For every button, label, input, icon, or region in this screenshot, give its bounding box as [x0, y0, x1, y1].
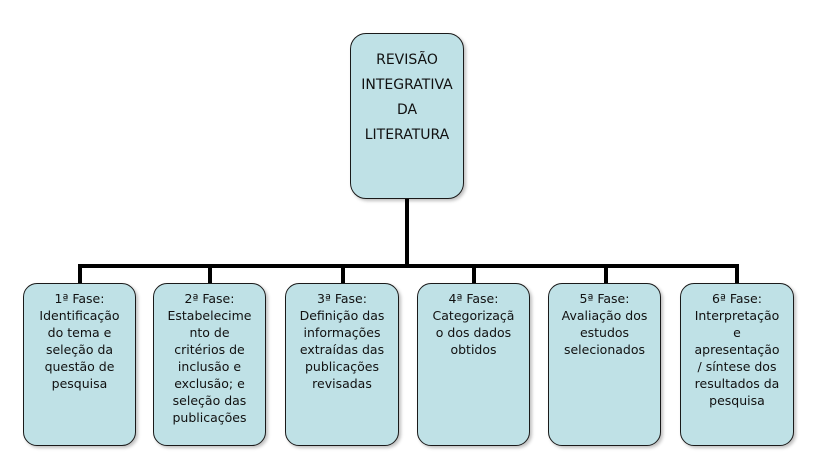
phase-1-line-4: seleção da: [45, 342, 114, 357]
root-stem-connector: [405, 198, 409, 265]
root-line-4: LITERATURA: [364, 127, 450, 143]
drop-connector-3: [341, 264, 345, 284]
phase-5-line-3: estudos: [579, 325, 630, 340]
phase-1-line-1: 1ª Fase:: [54, 291, 105, 306]
phase-6-line-1: 6ª Fase:: [712, 291, 762, 306]
phase-5-node: 5ª Fase: Avaliação dos estudos seleciona…: [548, 283, 661, 446]
phase-2-line-3: nto de: [189, 325, 230, 340]
root-node: REVISÃO INTEGRATIVA DA LITERATURA: [350, 33, 464, 199]
phase-4-line-2: Categorizaçã: [432, 308, 515, 323]
phase-5-line-2: Avaliação dos: [561, 308, 648, 323]
phase-2-line-5: inclusão e: [177, 359, 242, 374]
phase-4-line-3: o dos dados: [435, 325, 512, 340]
drop-connector-4: [472, 264, 476, 284]
phase-6-line-6: resultados da: [694, 376, 780, 391]
phase-2-line-2: Estabelecime: [167, 308, 252, 323]
phase-1-line-3: do tema e: [47, 325, 112, 340]
phase-6-line-7: pesquisa: [709, 393, 765, 408]
phase-3-node: 3ª Fase: Definição das informações extra…: [285, 283, 399, 446]
phase-6-line-3: e: [733, 325, 741, 340]
phase-6-line-5: / síntese dos: [697, 359, 777, 374]
root-line-2: INTEGRATIVA: [361, 77, 453, 93]
drop-connector-1: [78, 264, 82, 284]
phase-2-line-6: exclusão; e: [174, 376, 245, 391]
drop-connector-6: [735, 264, 739, 284]
horizontal-bus-connector: [78, 264, 739, 268]
phase-2-line-4: critérios de: [174, 342, 245, 357]
drop-connector-5: [604, 264, 608, 284]
phase-4-line-4: obtidos: [450, 342, 497, 357]
phase-4-node: 4ª Fase: Categorizaçã o dos dados obtido…: [417, 283, 530, 446]
phase-6-node: 6ª Fase: Interpretação e apresentação / …: [680, 283, 794, 446]
phase-5-line-1: 5ª Fase:: [579, 291, 630, 306]
phase-2-node: 2ª Fase: Estabelecime nto de critérios d…: [153, 283, 266, 446]
phase-1-node: 1ª Fase: Identificação do tema e seleção…: [23, 283, 136, 446]
phase-1-line-6: pesquisa: [51, 376, 108, 391]
phase-2-line-8: publicações: [172, 410, 247, 425]
root-line-1: REVISÃO: [376, 52, 438, 68]
phase-3-line-5: publicações: [305, 359, 379, 374]
drop-connector-2: [208, 264, 212, 284]
phase-3-line-2: Definição das: [299, 308, 385, 323]
phase-5-line-4: selecionados: [563, 342, 646, 357]
phase-3-line-6: revisadas: [312, 376, 372, 391]
phase-3-line-3: informações: [303, 325, 381, 340]
phase-6-line-2: Interpretação: [694, 308, 780, 323]
phase-4-line-1: 4ª Fase:: [448, 291, 499, 306]
phase-2-line-7: seleção das: [172, 393, 247, 408]
phase-3-line-4: extraídas das: [299, 342, 385, 357]
root-line-3: DA: [396, 102, 418, 118]
phase-1-line-2: Identificação: [39, 308, 120, 323]
phase-3-line-1: 3ª Fase:: [317, 291, 367, 306]
phase-1-line-5: questão de: [44, 359, 115, 374]
phase-2-line-1: 2ª Fase:: [184, 291, 235, 306]
phase-6-line-4: apresentação: [694, 342, 780, 357]
